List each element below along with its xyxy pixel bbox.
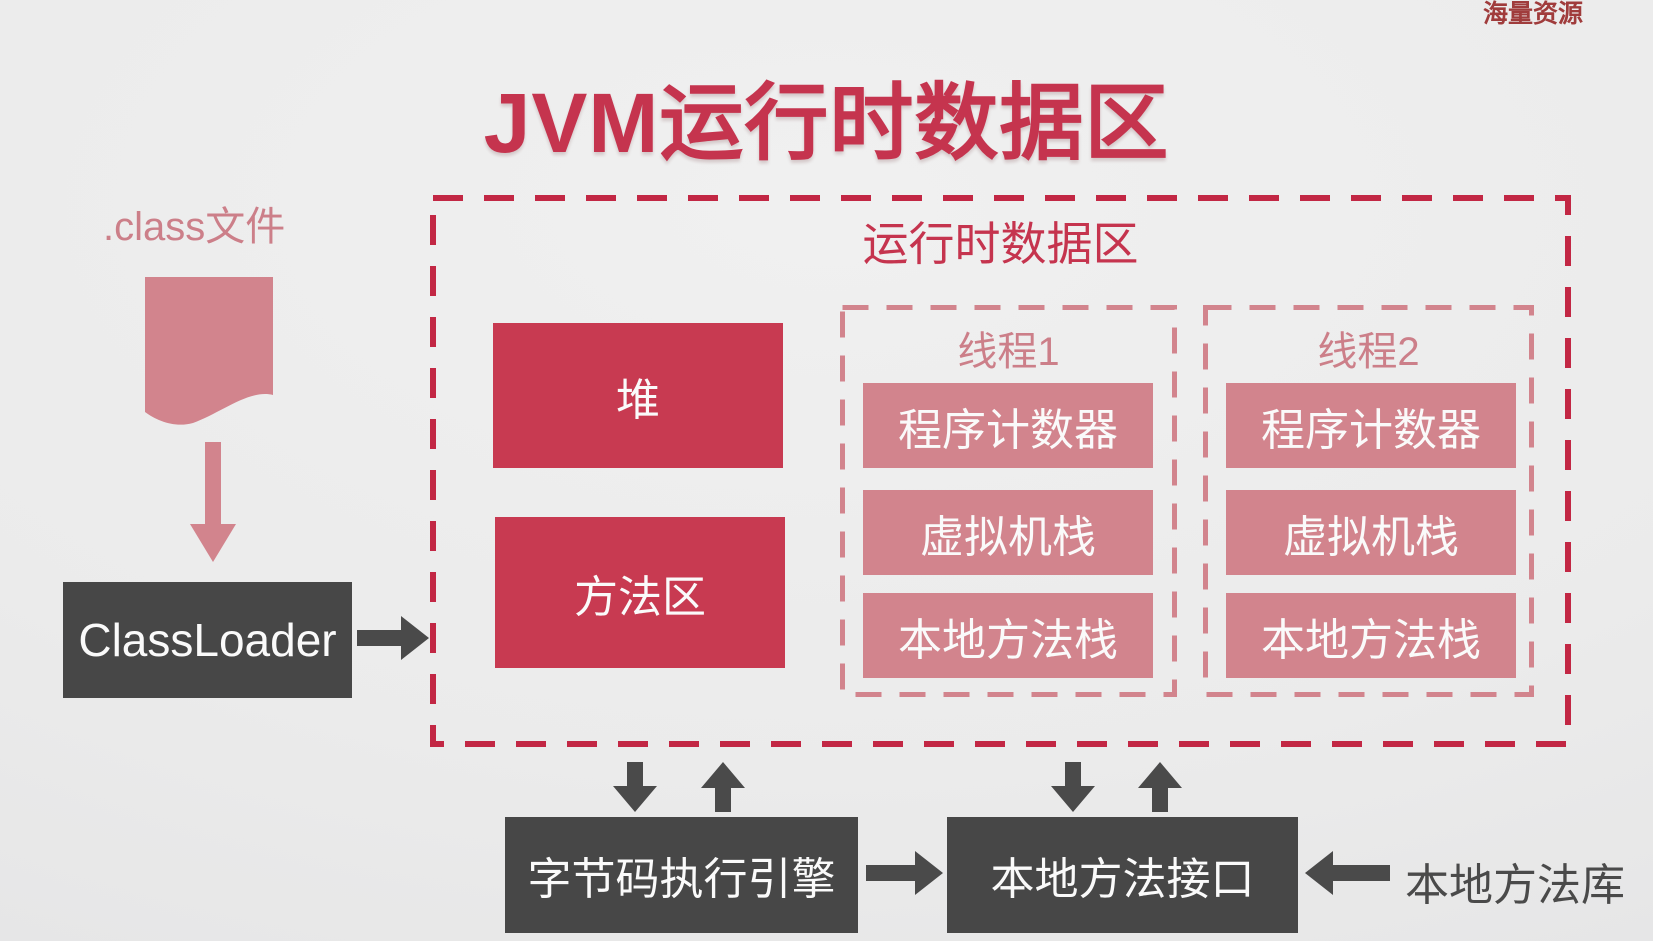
runtime-area-label: 运行时数据区 [862, 218, 1139, 270]
thread2-native-stack-label: 本地方法栈 [1261, 615, 1481, 665]
runtime-area-border [430, 195, 1571, 747]
thread2-box: 线程2 程序计数器 虚拟机栈 本地方法栈 [1203, 305, 1534, 697]
thread2-vm-stack-label: 虚拟机栈 [1283, 512, 1459, 562]
thread1-native-stack-label: 本地方法栈 [898, 615, 1118, 665]
native-if-down-arrow-icon [1051, 762, 1095, 812]
bytecode-engine-box: 字节码执行引擎 [505, 817, 858, 933]
engine-to-native-arrow-icon [866, 851, 943, 895]
thread1-label: 线程1 [957, 330, 1060, 374]
library-to-native-arrow-icon [1305, 851, 1390, 895]
engine-up-arrow-icon [701, 762, 745, 812]
method-area-label: 方法区 [574, 572, 706, 622]
thread2-program-counter-box: 程序计数器 [1226, 383, 1516, 468]
thread2-label: 线程2 [1317, 330, 1420, 374]
page-title: JVM运行时数据区 [483, 76, 1170, 170]
native-interface-label: 本地方法接口 [990, 855, 1255, 904]
thread1-program-counter-box: 程序计数器 [863, 383, 1153, 468]
thread2-vm-stack-box: 虚拟机栈 [1226, 490, 1516, 575]
native-library-label: 本地方法库 [1405, 861, 1625, 910]
heap-box: 堆 [493, 323, 783, 468]
native-if-up-arrow-icon [1138, 762, 1182, 812]
down-arrow-icon [190, 442, 236, 562]
thread1-vm-stack-box: 虚拟机栈 [863, 490, 1153, 575]
thread2-native-stack-box: 本地方法栈 [1226, 593, 1516, 678]
native-interface-box: 本地方法接口 [947, 817, 1298, 933]
engine-down-arrow-icon [613, 762, 657, 812]
classloader-box: ClassLoader [63, 582, 352, 698]
thread1-border [840, 305, 1177, 697]
class-file-document-icon [145, 277, 273, 427]
thread2-border [1203, 305, 1534, 697]
thread1-program-counter-label: 程序计数器 [898, 405, 1118, 455]
thread1-box: 线程1 程序计数器 虚拟机栈 本地方法栈 [840, 305, 1177, 697]
thread1-vm-stack-label: 虚拟机栈 [920, 512, 1096, 562]
thread1-native-stack-box: 本地方法栈 [863, 593, 1153, 678]
method-area-box: 方法区 [495, 517, 785, 668]
class-file-label: .class文件 [103, 205, 286, 249]
classloader-label: ClassLoader [78, 614, 337, 666]
bytecode-engine-label: 字节码执行引擎 [527, 855, 836, 904]
watermark-text: 海量资源 [1483, 0, 1584, 28]
heap-label: 堆 [616, 375, 660, 425]
right-arrow-icon [357, 616, 429, 660]
thread2-program-counter-label: 程序计数器 [1261, 405, 1481, 455]
